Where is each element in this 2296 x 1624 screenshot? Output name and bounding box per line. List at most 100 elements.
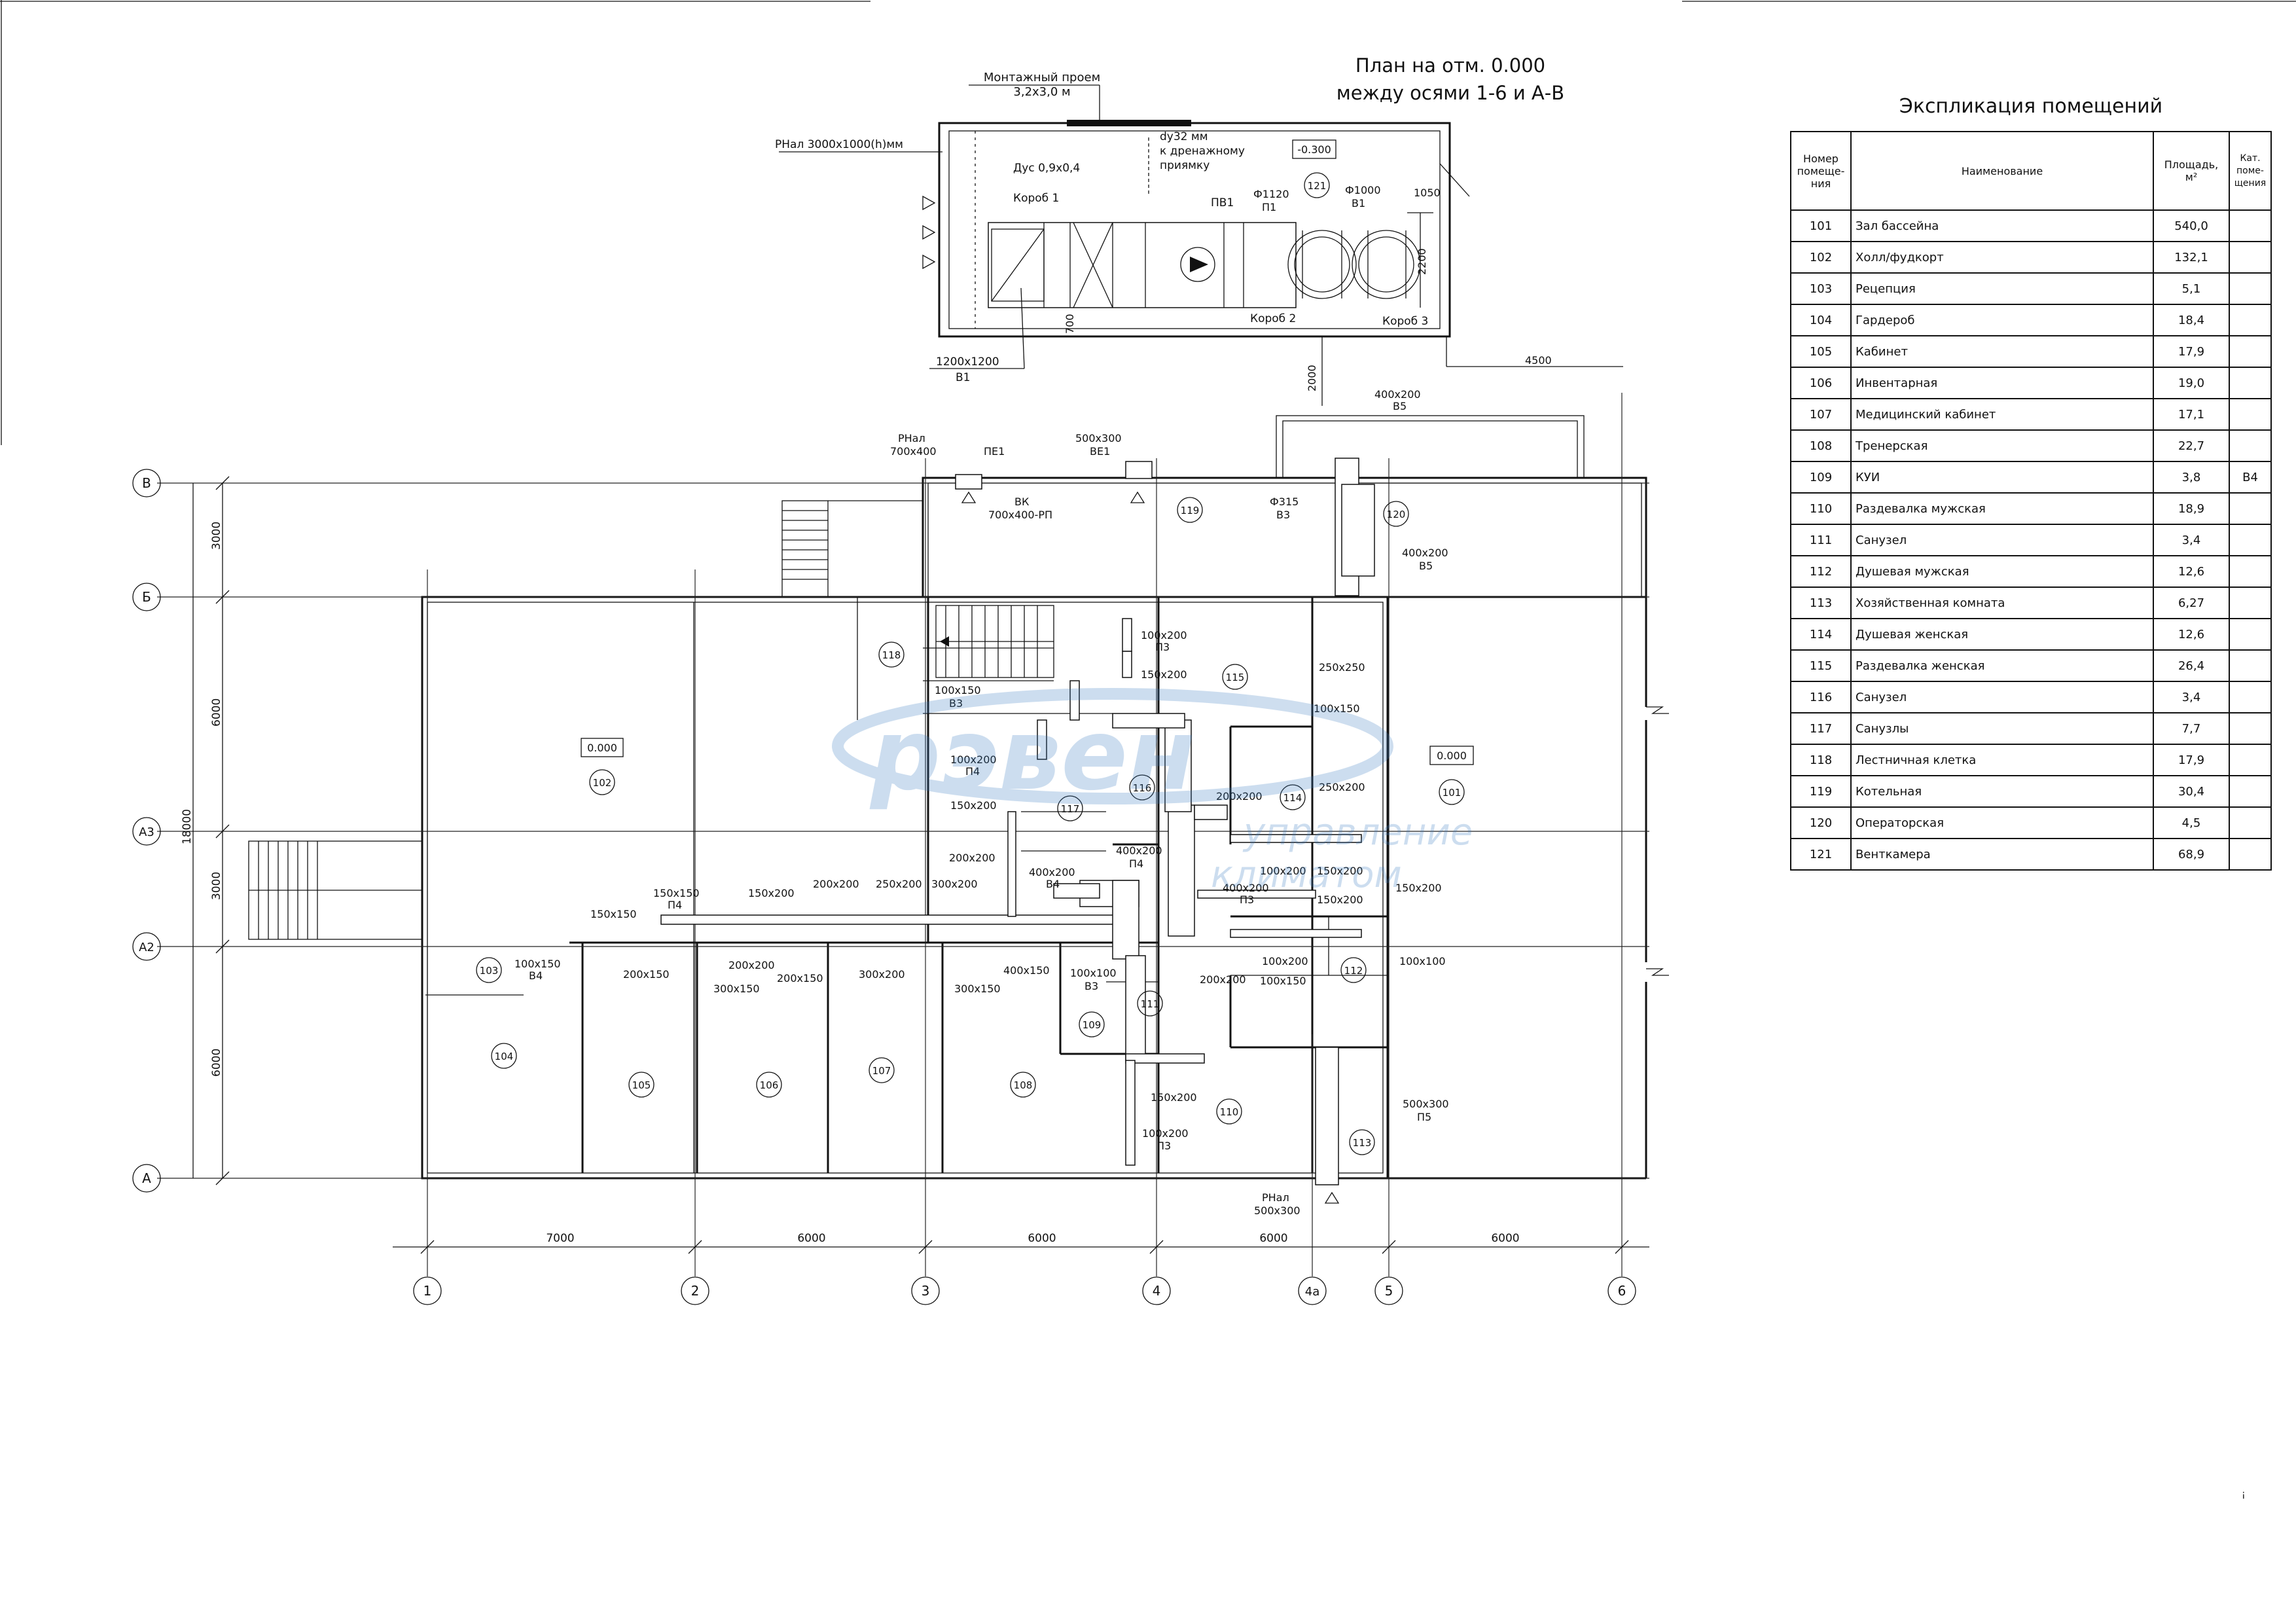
svg-text:А3: А3: [139, 825, 154, 839]
svg-text:150х200: 150х200: [1317, 893, 1363, 906]
cell-number: 113: [1790, 586, 1852, 619]
room-tag-111: 111: [1137, 990, 1163, 1017]
cell-name: Рецепция: [1850, 272, 2154, 305]
dimension-chains: 3000 6000 3000 6000 18000 7000 6000 6000…: [181, 476, 1649, 1254]
room-tag-108: 108: [1010, 1072, 1036, 1098]
supply-arrow-icon: [961, 491, 977, 503]
svg-text:400х200: 400х200: [1374, 388, 1421, 401]
svg-text:Короб 1: Короб 1: [1013, 192, 1059, 205]
cell-name: Лестничная клетка: [1850, 744, 2154, 776]
svg-text:100х100: 100х100: [1070, 967, 1117, 979]
cell-category: [2229, 806, 2272, 839]
svg-text:П4: П4: [965, 765, 980, 778]
svg-text:П4: П4: [668, 899, 682, 911]
svg-text:700: 700: [1064, 314, 1076, 334]
svg-text:2: 2: [691, 1283, 700, 1299]
svg-text:102: 102: [593, 777, 612, 789]
axis-row-V: В: [132, 469, 161, 497]
svg-text:250х200: 250х200: [1319, 781, 1365, 793]
plan-title: План на отм. 0.000 между осями 1-6 и А-В: [1336, 54, 1564, 104]
room-tag-105: 105: [628, 1072, 655, 1098]
svg-text:150х200: 150х200: [748, 887, 795, 899]
room-tag-117: 117: [1057, 795, 1083, 821]
cell-area: 7,7: [2153, 712, 2230, 745]
cell-name: Венткамера: [1850, 838, 2154, 871]
axis-row-A3: А3: [132, 817, 161, 846]
svg-text:П1: П1: [1262, 201, 1276, 213]
cell-area: 17,9: [2153, 335, 2230, 368]
vent-chamber: Монтажный проем 3,2х3,0 м РНал 3000х1000…: [775, 71, 1623, 406]
svg-text:1050: 1050: [1414, 187, 1441, 199]
hall-level: 0.000: [587, 742, 617, 754]
svg-text:П5: П5: [1417, 1111, 1431, 1123]
svg-text:ВК: ВК: [1014, 496, 1030, 508]
axis-row-A2: А2: [132, 932, 161, 961]
svg-text:ВЕ1: ВЕ1: [1090, 445, 1110, 458]
cell-area: 3,4: [2153, 681, 2230, 713]
svg-text:200х150: 200х150: [777, 972, 823, 984]
cell-category: [2229, 744, 2272, 776]
svg-text:115: 115: [1226, 672, 1245, 683]
watermark: рэвен управление климатом: [832, 688, 1473, 896]
svg-text:118: 118: [882, 649, 901, 661]
cell-category: В4: [2229, 461, 2272, 494]
pool-level: 0.000: [1437, 749, 1467, 762]
svg-text:6000: 6000: [210, 1049, 223, 1077]
room-tags: 101 102 103 104 105 106 107 108 109 110 …: [476, 497, 1465, 1155]
svg-text:150х200: 150х200: [1151, 1091, 1197, 1104]
svg-text:400х150: 400х150: [1003, 964, 1050, 977]
svg-text:200х200: 200х200: [813, 878, 859, 890]
svg-text:РНал: РНал: [1262, 1191, 1289, 1204]
svg-text:1: 1: [423, 1283, 432, 1299]
cell-area: 12,6: [2153, 555, 2230, 588]
cell-name: Гардероб: [1850, 304, 2154, 336]
cell-number: 109: [1790, 461, 1852, 494]
plan-title-line1: План на отм. 0.000: [1355, 54, 1545, 77]
svg-text:200х200: 200х200: [949, 852, 996, 864]
room-tag-113: 113: [1349, 1129, 1375, 1155]
explication-table: Номер помеще-ния Наименование Площадь, м…: [1790, 131, 2272, 871]
svg-text:500х300: 500х300: [1075, 432, 1122, 444]
svg-text:приямку: приямку: [1160, 159, 1210, 172]
svg-text:300х150: 300х150: [713, 983, 760, 995]
sheet-frame: [0, 0, 2296, 445]
svg-text:6000: 6000: [1259, 1232, 1287, 1245]
cell-number: 106: [1790, 367, 1852, 399]
svg-text:В3: В3: [949, 697, 963, 710]
svg-text:107: 107: [872, 1065, 891, 1077]
svg-text:700х400-РП: 700х400-РП: [988, 509, 1052, 521]
cell-number: 120: [1790, 806, 1852, 839]
svg-text:150х150: 150х150: [653, 887, 700, 899]
explication-title: Экспликация помещений: [1899, 95, 2163, 118]
svg-text:100х200: 100х200: [1141, 629, 1187, 641]
cell-category: [2229, 429, 2272, 462]
svg-text:200х200: 200х200: [728, 959, 775, 971]
cell-name: Душевая мужская: [1850, 555, 2154, 588]
svg-text:РНал 3000х1000(h)мм: РНал 3000х1000(h)мм: [775, 138, 903, 151]
svg-text:200х200: 200х200: [1200, 973, 1246, 986]
svg-text:6000: 6000: [1491, 1232, 1519, 1245]
supply-arrow-icon: [1324, 1191, 1340, 1204]
cell-category: [2229, 586, 2272, 619]
svg-text:П3: П3: [1155, 641, 1170, 653]
svg-text:П3: П3: [1240, 893, 1254, 906]
svg-text:4500: 4500: [1525, 354, 1552, 367]
svg-text:3000: 3000: [210, 872, 223, 900]
cell-number: 110: [1790, 492, 1852, 525]
svg-text:В5: В5: [1419, 560, 1433, 572]
svg-text:300х200: 300х200: [859, 968, 905, 981]
svg-text:400х200: 400х200: [1029, 866, 1075, 878]
cell-area: 17,9: [2153, 744, 2230, 776]
cell-area: 3,8: [2153, 461, 2230, 494]
